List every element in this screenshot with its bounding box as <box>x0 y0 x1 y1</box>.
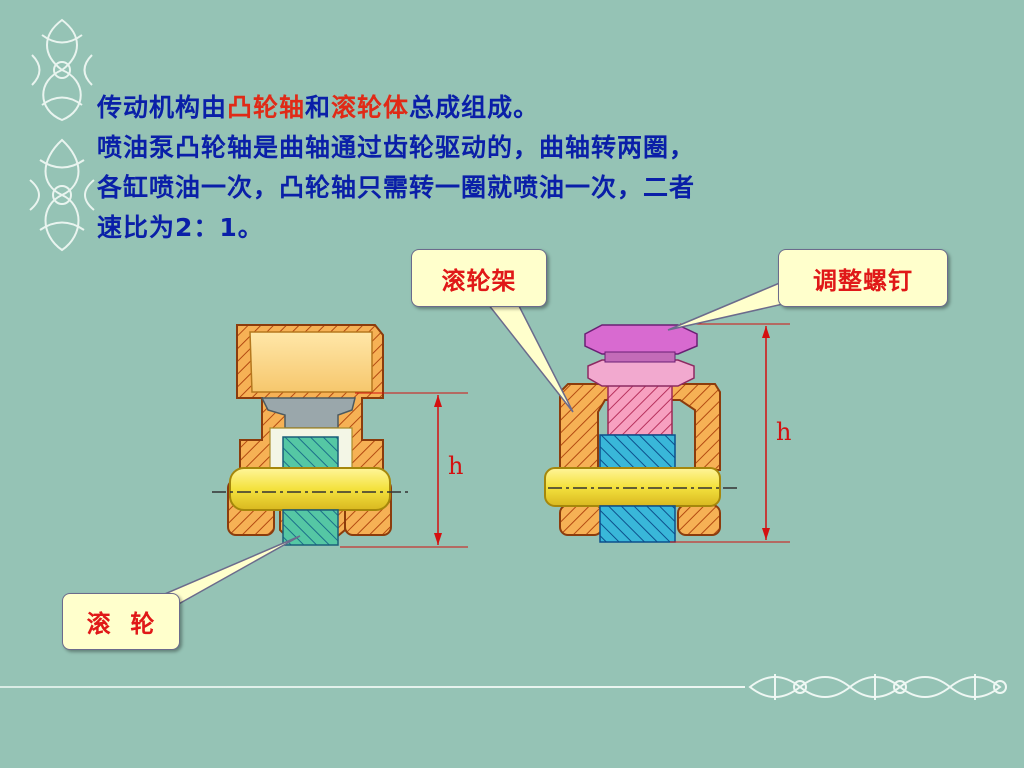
footer-divider <box>0 686 745 688</box>
left-tappet-assembly <box>212 324 468 548</box>
right-tappet-assembly <box>544 323 790 543</box>
callout-adjust-screw-label: 调整螺钉 <box>813 266 913 295</box>
text-line-1: 传动机构由凸轮轴和滚轮体总成组成。 <box>97 88 897 128</box>
text-line-1-part-c: 总成组成。 <box>409 93 540 122</box>
callout-pointer-roller-frame <box>486 303 574 413</box>
highlight-camshaft: 凸轮轴 <box>227 93 306 122</box>
text-line-3: 各缸喷油一次，凸轮轴只需转一圈就喷油一次，二者 <box>97 173 696 202</box>
dimension-h-right: h <box>776 418 792 446</box>
callout-roller-frame: 滚轮架 <box>411 249 547 307</box>
ornament-bottom-right-icon <box>748 674 1007 700</box>
callout-pointer-roller <box>158 535 301 607</box>
callout-pointer-adjust-screw <box>667 281 794 331</box>
callout-roller: 滚 轮 <box>62 593 180 650</box>
text-line-1-part-b: 和 <box>305 93 332 122</box>
body-text: 传动机构由凸轮轴和滚轮体总成组成。 喷油泵凸轮轴是曲轴通过齿轮驱动的，曲轴转两圈… <box>97 88 897 248</box>
text-line-1-part-a: 传动机构由 <box>97 93 228 122</box>
ornament-mid-left-icon <box>29 138 95 252</box>
text-line-2: 喷油泵凸轮轴是曲轴通过齿轮驱动的，曲轴转两圈， <box>97 133 696 162</box>
ornament-top-left-icon <box>31 18 93 122</box>
text-line-4: 速比为2：1。 <box>97 213 264 242</box>
dimension-h-left: h <box>448 452 464 480</box>
callout-adjust-screw: 调整螺钉 <box>778 249 948 307</box>
callout-roller-frame-label: 滚轮架 <box>441 266 517 295</box>
callout-roller-label: 滚 轮 <box>86 610 156 638</box>
highlight-roller-body: 滚轮体 <box>331 93 410 122</box>
